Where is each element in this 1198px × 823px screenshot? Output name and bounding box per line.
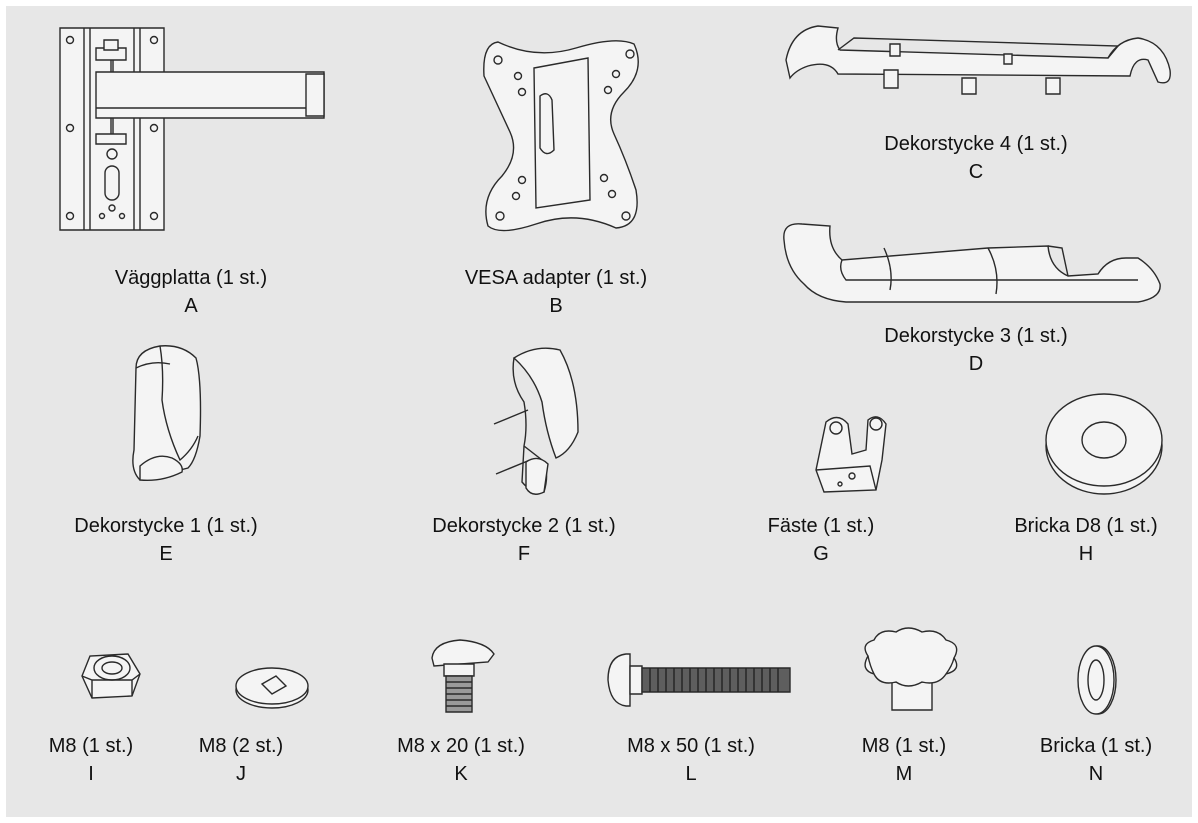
cover-piece-4-icon — [778, 20, 1178, 110]
part-letter: C — [968, 161, 984, 183]
wall-plate-icon — [56, 26, 336, 236]
cover-piece-1-icon — [122, 340, 212, 490]
square-hole-washer-icon — [232, 662, 312, 712]
part-letter: J — [236, 763, 246, 785]
part-letter: A — [184, 295, 198, 317]
part-letter: M — [895, 763, 913, 785]
spring-washer-icon — [1074, 640, 1124, 720]
part-name: M8 x 50 (1 st.) — [627, 735, 755, 757]
part-name: Bricka D8 (1 st.) — [1014, 515, 1158, 537]
part-name: Dekorstycke 2 (1 st.) — [432, 515, 616, 537]
part-name: Väggplatta (1 st.) — [114, 267, 268, 289]
knob-nut-icon — [858, 626, 968, 716]
long-carriage-bolt-icon — [606, 652, 796, 708]
part-letter: G — [813, 543, 829, 565]
part-name: M8 (2 st.) — [198, 735, 284, 757]
part-letter: E — [159, 543, 173, 565]
part-name: M8 x 20 (1 st.) — [397, 735, 525, 757]
vesa-adapter-icon — [476, 30, 646, 240]
part-name: M8 (1 st.) — [861, 735, 947, 757]
part-letter: F — [517, 543, 531, 565]
part-name: Dekorstycke 3 (1 st.) — [884, 325, 1068, 347]
part-letter: B — [549, 295, 563, 317]
part-letter: D — [968, 353, 984, 375]
part-name: Bricka (1 st.) — [1039, 735, 1153, 757]
part-letter: H — [1078, 543, 1094, 565]
part-letter: N — [1088, 763, 1104, 785]
part-letter: I — [88, 763, 94, 785]
part-name: VESA adapter (1 st.) — [464, 267, 648, 289]
lock-nut-icon — [76, 646, 146, 706]
bracket-icon — [808, 410, 898, 500]
cover-piece-2-icon — [486, 342, 586, 502]
part-letter: L — [685, 763, 697, 785]
part-name: Fäste (1 st.) — [767, 515, 875, 537]
part-name: Dekorstycke 1 (1 st.) — [74, 515, 258, 537]
flat-washer-icon — [1040, 388, 1170, 498]
parts-sheet: Väggplatta (1 st.) A VESA adapter (1 st.… — [6, 6, 1192, 817]
short-carriage-bolt-icon — [424, 636, 504, 716]
part-letter: K — [454, 763, 468, 785]
cover-piece-3-icon — [778, 218, 1178, 308]
part-name: Dekorstycke 4 (1 st.) — [884, 133, 1068, 155]
part-name: M8 (1 st.) — [48, 735, 134, 757]
